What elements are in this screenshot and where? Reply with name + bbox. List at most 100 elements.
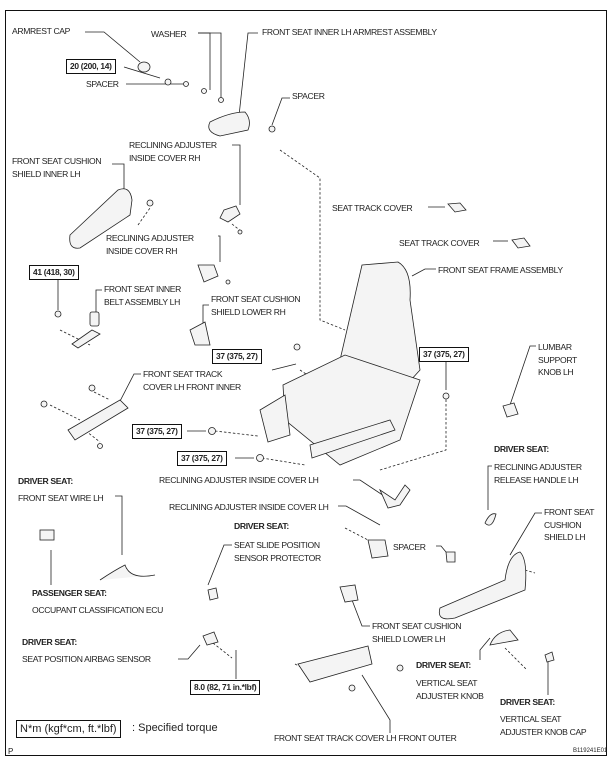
line: INSIDE COVER RH <box>106 245 178 256</box>
label-driver-seat: DRIVER SEAT: <box>18 476 73 486</box>
shield-lower-rh-part <box>189 321 211 346</box>
diagram-frame <box>5 10 607 756</box>
cushion-shield-inner-part <box>69 188 133 249</box>
line: RELEASE HANDLE LH <box>494 474 579 485</box>
washer-part <box>201 88 207 94</box>
figure-id: B119241E01 <box>573 748 608 754</box>
recl-cover-lh-part <box>367 539 389 559</box>
line: FRONT SEAT TRACK <box>143 369 223 379</box>
bolt-part <box>164 78 172 86</box>
label-cushion-shield-inner-lh: FRONT SEAT CUSHION SHIELD INNER LH <box>12 155 102 180</box>
spacer-part <box>268 125 276 133</box>
line: VERTICAL SEAT <box>416 678 478 688</box>
label-driver-seat: DRIVER SEAT: <box>234 521 289 531</box>
label-recl-cover-rh: RECLINING ADJUSTER INSIDE COVER RH <box>106 232 194 257</box>
line: INSIDE COVER RH <box>129 152 201 163</box>
label-armrest-cap: ARMREST CAP <box>12 26 71 36</box>
label-seat-track-cover: SEAT TRACK COVER <box>399 238 480 248</box>
torque-41: 41 (418, 30) <box>29 265 79 280</box>
armrest-cap-part <box>137 61 151 73</box>
occupant-ecu-part <box>39 529 55 541</box>
line: RECLINING ADJUSTER <box>494 462 582 472</box>
label-track-cover-inner: FRONT SEAT TRACK COVER LH FRONT INNER <box>143 368 241 393</box>
label-passenger-seat: PASSENGER SEAT: <box>32 588 107 598</box>
label-occupant-ecu: OCCUPANT CLASSIFICATION ECU <box>32 605 163 615</box>
label-spacer: SPACER <box>393 542 426 552</box>
line: COVER LH FRONT INNER <box>143 381 241 392</box>
label-shield-lower-rh: FRONT SEAT CUSHION SHIELD LOWER RH <box>211 293 301 318</box>
label-airbag-sensor: SEAT POSITION AIRBAG SENSOR <box>22 654 151 664</box>
label-slide-sensor: SEAT SLIDE POSITION SENSOR PROTECTOR <box>234 539 321 564</box>
line: KNOB LH <box>538 367 574 377</box>
label-driver-seat: DRIVER SEAT: <box>416 660 471 670</box>
parts <box>39 61 555 692</box>
label-seat-track-cover: SEAT TRACK COVER <box>332 203 413 213</box>
label-spacer: SPACER <box>292 91 325 101</box>
line: VERTICAL SEAT <box>500 714 562 724</box>
label-inner-belt: FRONT SEAT INNER BELT ASSEMBLY LH <box>104 283 181 308</box>
label-release-handle: RECLINING ADJUSTER RELEASE HANDLE LH <box>494 461 582 486</box>
release-handle-part <box>484 513 497 526</box>
line: FRONT SEAT CUSHION <box>372 621 462 631</box>
lumbar-knob-part <box>502 402 519 418</box>
label-driver-seat: DRIVER SEAT: <box>500 697 555 707</box>
line: CUSHION <box>544 519 582 530</box>
label-vertical-knob-cap: VERTICAL SEAT ADJUSTER KNOB CAP <box>500 713 587 738</box>
label-cushion-shield-lh: FRONT SEAT CUSHION SHIELD LH <box>544 506 594 544</box>
label-vertical-knob: VERTICAL SEAT ADJUSTER KNOB <box>416 677 484 702</box>
seat-wire-part <box>99 564 156 581</box>
line: SHIELD LOWER RH <box>211 306 286 317</box>
line: SEAT SLIDE POSITION <box>234 540 320 550</box>
torque-37: 37 (375, 27) <box>177 451 227 466</box>
spacer-part <box>183 81 189 87</box>
label-seat-wire: FRONT SEAT WIRE LH <box>18 493 104 503</box>
track-cover-inner-part <box>67 399 129 441</box>
label-recl-cover-lh: RECLINING ADJUSTER INSIDE COVER LH <box>169 502 329 512</box>
torque-37: 37 (375, 27) <box>212 349 262 364</box>
torque-8: 8.0 (82, 71 in.*lbf) <box>190 680 261 695</box>
vertical-knob-cap-part <box>544 651 555 663</box>
armrest-assembly-part <box>208 111 250 137</box>
line: FRONT SEAT CUSHION <box>12 156 102 166</box>
line: RECLINING ADJUSTER <box>106 233 194 243</box>
slide-sensor-part <box>207 587 219 601</box>
line: SUPPORT <box>538 354 577 365</box>
recl-cover-rh-part <box>197 264 219 283</box>
label-recl-cover-lh: RECLINING ADJUSTER INSIDE COVER LH <box>159 475 319 485</box>
line: LUMBAR <box>538 342 572 352</box>
line: FRONT SEAT CUSHION <box>211 294 301 304</box>
label-spacer: SPACER <box>86 79 119 89</box>
line: FRONT SEAT <box>544 507 595 517</box>
track-cover-outer-part <box>297 645 373 683</box>
cushion-shield-lh-part <box>438 551 527 620</box>
inner-belt-part <box>89 311 100 327</box>
recl-cover-rh-part <box>219 205 241 223</box>
label-track-cover-outer: FRONT SEAT TRACK COVER LH FRONT OUTER <box>274 733 457 743</box>
seat-track-cover-part <box>447 202 467 213</box>
seat-track-cover-part <box>511 237 531 249</box>
torque-37: 37 (375, 27) <box>132 424 182 439</box>
line: SHIELD INNER LH <box>12 168 81 179</box>
spacer-part <box>445 551 456 563</box>
label-driver-seat: DRIVER SEAT: <box>22 637 77 647</box>
line: BELT ASSEMBLY LH <box>104 296 180 307</box>
shield-lower-lh-part <box>339 584 359 603</box>
seat-track-part <box>259 394 291 443</box>
legend-meaning: : Specified torque <box>132 722 218 734</box>
corner-mark: P <box>8 747 14 756</box>
line: FRONT SEAT INNER <box>104 284 182 294</box>
seat-track-part <box>309 419 396 459</box>
airbag-sensor-part <box>202 631 219 646</box>
torque-37: 37 (375, 27) <box>419 347 469 362</box>
label-washer: WASHER <box>151 29 187 39</box>
line: ADJUSTER KNOB <box>416 690 484 701</box>
label-driver-seat: DRIVER SEAT: <box>494 444 549 454</box>
washer-part <box>218 97 224 103</box>
line: SHIELD LH <box>544 532 586 542</box>
line: SENSOR PROTECTOR <box>234 552 321 563</box>
line: ADJUSTER KNOB CAP <box>500 726 587 737</box>
label-lumbar-knob: LUMBAR SUPPORT KNOB LH <box>538 341 577 379</box>
line: SHIELD LOWER LH <box>372 633 446 644</box>
